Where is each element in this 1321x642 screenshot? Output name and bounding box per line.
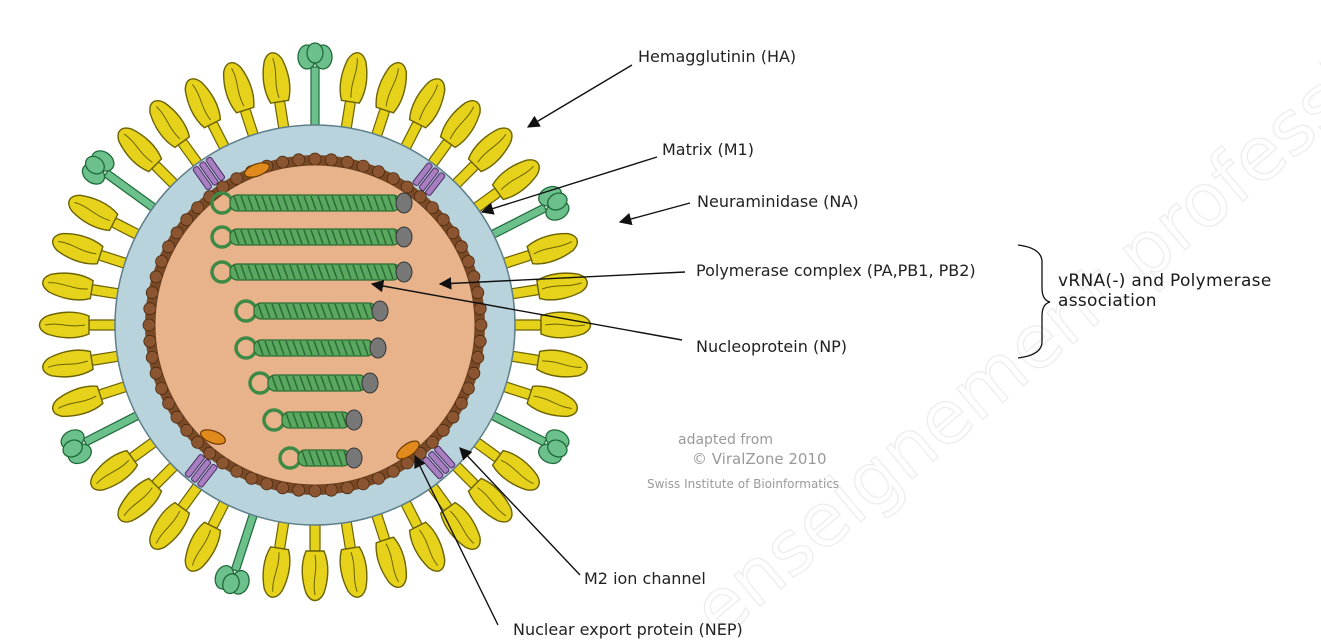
matrix-protein [150, 367, 162, 379]
label-m2-channel: M2 ion channel [584, 569, 706, 588]
rnp-segment [236, 301, 388, 321]
label-nep: Nuclear export protein (NEP) [513, 620, 743, 639]
matrix-protein [150, 271, 162, 283]
hemagglutinin-spike [333, 517, 371, 600]
hemagglutinin-spike [49, 373, 133, 422]
matrix-protein [277, 156, 289, 168]
matrix-protein [156, 383, 168, 395]
label-hemagglutinin: Hemagglutinin (HA) [638, 47, 796, 66]
matrix-protein [144, 335, 156, 347]
matrix-protein [146, 287, 158, 299]
matrix-protein [246, 472, 258, 484]
matrix-protein [474, 335, 486, 347]
hemagglutinin-spike [41, 269, 124, 307]
hemagglutinin-spike [302, 521, 328, 601]
matrix-protein [156, 256, 168, 268]
label-polymerase: Polymerase complex (PA,PB1, PB2) [696, 261, 976, 280]
polymerase-complex [396, 227, 412, 247]
hemagglutinin-spike [259, 517, 297, 600]
bracket-note-line1: vRNA(-) and Polymerase [1058, 271, 1272, 291]
matrix-protein [341, 156, 353, 168]
credit-line3: Swiss Institute of Bioinformatics [647, 477, 839, 491]
credit-line2: © ViralZone 2010 [692, 450, 827, 468]
rnp-segment [212, 262, 412, 282]
matrix-protein [462, 383, 474, 395]
rnp-segment [212, 193, 412, 213]
hemagglutinin-spike [507, 343, 590, 381]
matrix-protein [325, 154, 337, 166]
matrix-protein [472, 287, 484, 299]
hemagglutinin-spike [333, 51, 371, 134]
hemagglutinin-spike [41, 343, 124, 381]
hemagglutinin-spike [259, 51, 297, 134]
hemagglutinin-spike [497, 228, 581, 277]
hemagglutinin-spike [507, 269, 590, 307]
rnp-segment [212, 227, 412, 247]
matrix-protein [277, 482, 289, 494]
label-matrix: Matrix (M1) [662, 140, 754, 159]
hemagglutinin-spike [363, 507, 412, 591]
polymerase-complex [346, 448, 362, 468]
matrix-protein [261, 478, 273, 490]
polymerase-complex [396, 262, 412, 282]
label-nucleoprotein: Nucleoprotein (NP) [696, 337, 847, 356]
matrix-protein [293, 484, 305, 496]
neuraminidase-spike [298, 43, 332, 129]
bracket-note-line2: association [1058, 291, 1157, 311]
polymerase-complex [372, 301, 388, 321]
hemagglutinin-spike [363, 59, 412, 143]
polymerase-complex [346, 410, 362, 430]
matrix-protein [341, 482, 353, 494]
matrix-protein [146, 351, 158, 363]
hemagglutinin-spike [218, 59, 267, 143]
credit-line1: adapted from [678, 432, 773, 448]
matrix-protein [309, 153, 321, 165]
rnp-segment [250, 373, 378, 393]
matrix-protein [357, 478, 369, 490]
matrix-protein [462, 256, 474, 268]
matrix-protein [468, 367, 480, 379]
hemagglutinin-spike [497, 373, 581, 422]
matrix-protein [309, 485, 321, 497]
matrix-protein [373, 166, 385, 178]
arrow-neuraminidase [620, 203, 690, 222]
polymerase-complex [396, 193, 412, 213]
polymerase-complex [362, 373, 378, 393]
rnp-segment [236, 338, 386, 358]
matrix-protein [468, 271, 480, 283]
matrix-protein [325, 484, 337, 496]
polymerase-complex [370, 338, 386, 358]
hemagglutinin-spike [49, 228, 133, 277]
matrix-protein [357, 160, 369, 172]
matrix-protein [475, 319, 487, 331]
arrow-hemagglutinin [528, 65, 632, 127]
matrix-protein [143, 319, 155, 331]
matrix-protein [144, 303, 156, 315]
matrix-protein [472, 351, 484, 363]
matrix-protein [293, 154, 305, 166]
matrix-protein [373, 472, 385, 484]
label-neuraminidase: Neuraminidase (NA) [697, 192, 859, 211]
watermark-text: enseignement professionnel [676, 0, 1321, 642]
hemagglutinin-spike [40, 312, 120, 338]
